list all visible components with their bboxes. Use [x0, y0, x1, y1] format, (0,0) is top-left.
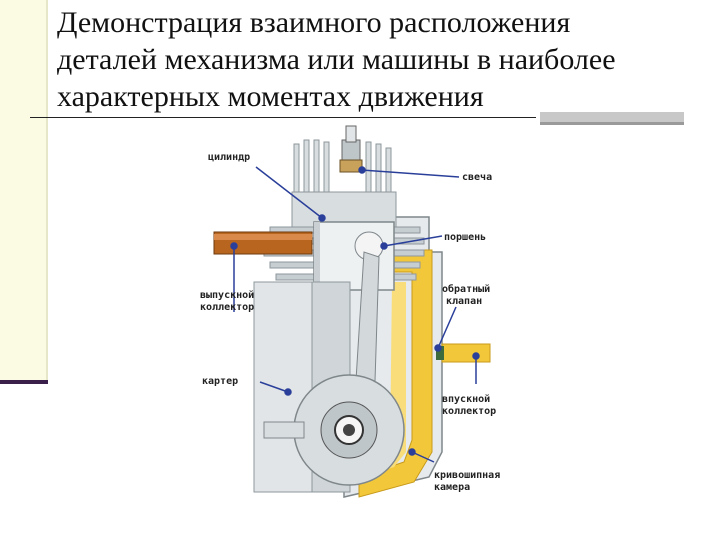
label-exhaust-2: коллектор: [200, 302, 254, 313]
crank-bolt: [263, 421, 305, 439]
label-crank-chamber-2: камера: [434, 482, 470, 493]
title-line-3: характерных моментах движения: [57, 80, 484, 113]
piston-ring: [314, 222, 320, 290]
accent-bar-shadow: [540, 122, 684, 125]
piston: [313, 221, 395, 291]
label-exhaust-1: выпускной: [200, 289, 254, 301]
title-rule: [30, 117, 536, 118]
label-crank-chamber-1: кривошипная: [434, 470, 500, 481]
intake-pipe: [441, 343, 491, 363]
label-check-valve-1: обратный: [442, 283, 490, 295]
spark-plug-thread: [339, 159, 363, 173]
exhaust-pipe-highlight: [214, 234, 312, 240]
crankshaft-center: [343, 424, 355, 436]
label-piston: поршень: [444, 232, 486, 243]
title-line-1: Демонстрация взаимного расположения: [57, 6, 571, 39]
left-decor-edge: [46, 0, 48, 384]
engine-diagram-svg: цилиндр свеча поршень обратный клапан вы…: [200, 125, 500, 498]
title-line-2: деталей механизма или машины в наиболее: [57, 43, 616, 76]
label-check-valve-2: клапан: [446, 296, 482, 307]
label-cylinder: цилиндр: [208, 152, 250, 163]
left-decor-bar: [0, 0, 46, 384]
label-intake-2: коллектор: [442, 406, 496, 417]
label-crankcase: картер: [202, 376, 238, 387]
left-decor-underline: [0, 380, 48, 384]
slide-title: Демонстрация взаимного расположения дета…: [57, 4, 707, 115]
pointer-lines: [230, 166, 480, 463]
spark-plug-body: [341, 139, 361, 161]
accent-bar: [540, 112, 684, 122]
spark-plug-top: [345, 125, 357, 143]
label-intake-1: впускной: [442, 393, 490, 405]
check-valve: [436, 346, 444, 360]
label-spark-plug: свеча: [462, 172, 492, 183]
engine-diagram: цилиндр свеча поршень обратный клапан вы…: [194, 122, 524, 514]
